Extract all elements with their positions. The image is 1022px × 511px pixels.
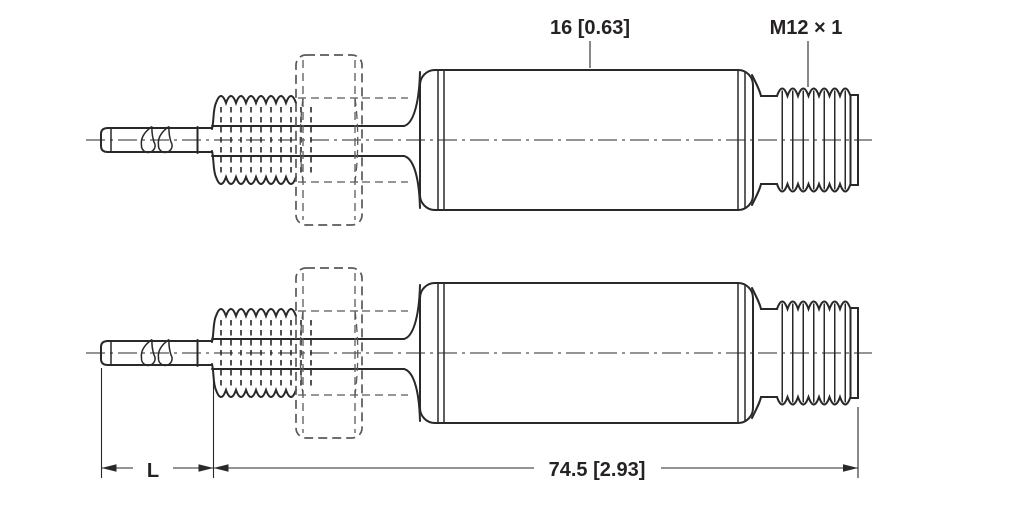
sensor-side-view-upper [85,54,873,226]
dimension-arrow-left [213,464,229,472]
dimension-probe-length: L [101,460,214,482]
dimension-arrow-left [101,464,117,472]
dimension-overall-length: 74.5 [2.93] [213,459,858,481]
label-connector-thread: M12 × 1 [770,17,843,39]
dimension-arrow-right [198,464,214,472]
label-overall-length: 74.5 [2.93] [549,459,646,481]
label-body-diameter: 16 [0.63] [550,17,630,39]
dimension-arrow-right [843,464,858,472]
label-probe-length: L [147,460,159,482]
sensor-side-view-lower [85,267,873,439]
